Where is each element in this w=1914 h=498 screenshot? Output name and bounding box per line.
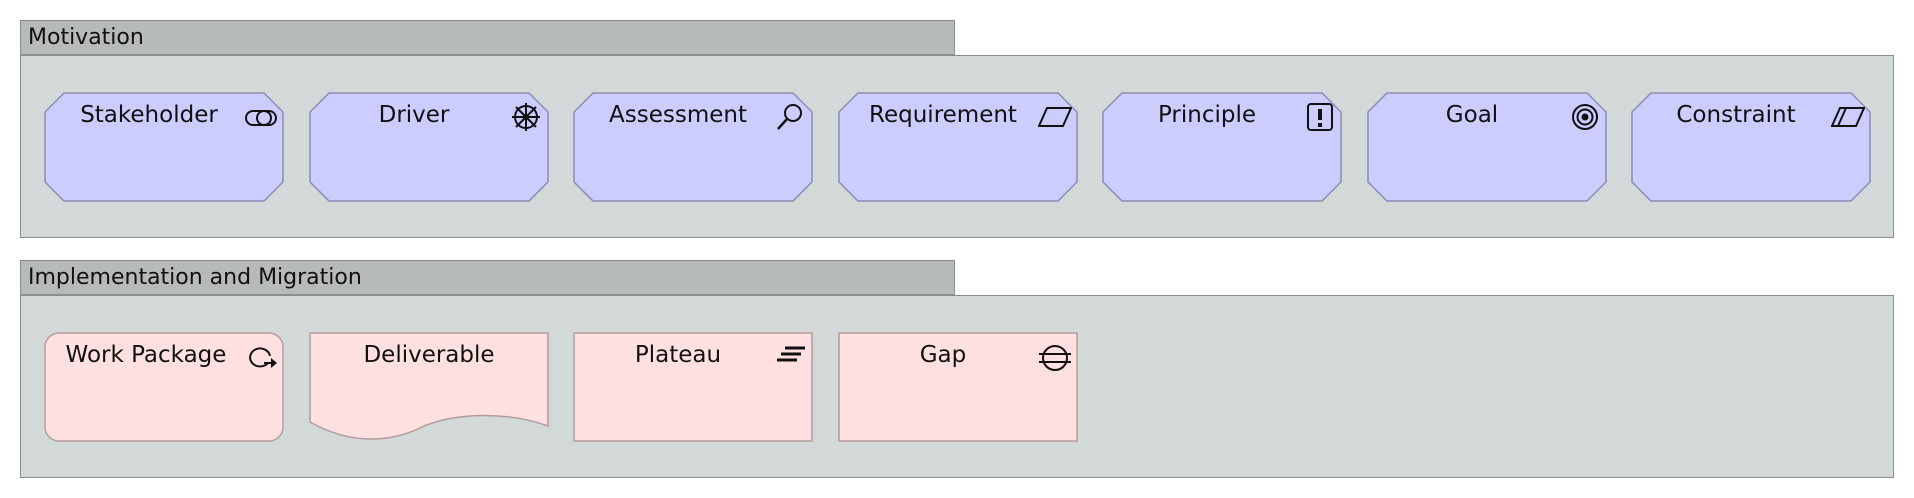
rect-shape	[838, 332, 1078, 442]
assessment-element[interactable]: Assessment	[573, 92, 813, 202]
goal-element[interactable]: Goal	[1367, 92, 1607, 202]
octagon-shape	[309, 92, 549, 202]
octagon-shape	[44, 92, 284, 202]
octagon-shape	[573, 92, 813, 202]
driver-icon	[512, 103, 540, 131]
element-label: Goal	[1445, 102, 1499, 128]
constraint-icon	[1831, 107, 1865, 127]
requirement-element[interactable]: Requirement	[838, 92, 1078, 202]
work-package-element[interactable]: Work Package	[44, 332, 284, 442]
plateau-icon	[777, 346, 805, 362]
requirement-icon	[1038, 107, 1072, 127]
octagon-shape	[1102, 92, 1342, 202]
element-label: Assessment	[609, 102, 747, 128]
gap-element[interactable]: Gap	[838, 332, 1078, 442]
element-label: Constraint	[1676, 102, 1796, 128]
element-label: Principle	[1157, 102, 1257, 128]
element-label: Requirement	[869, 102, 1017, 128]
assessment-icon	[777, 104, 802, 130]
plateau-element[interactable]: Plateau	[573, 332, 813, 442]
element-label: Plateau	[634, 342, 722, 368]
deliverable-element[interactable]: Deliverable	[309, 332, 549, 442]
octagon-shape	[1367, 92, 1607, 202]
element-label: Gap	[919, 342, 967, 368]
stakeholder-icon	[245, 110, 277, 126]
element-label: Deliverable	[363, 342, 495, 368]
principle-element[interactable]: Principle	[1102, 92, 1342, 202]
gap-icon	[1039, 345, 1071, 371]
work-package-icon	[249, 347, 277, 368]
goal-icon	[1572, 104, 1598, 130]
octagon-shape	[838, 92, 1078, 202]
driver-element[interactable]: Driver	[309, 92, 549, 202]
element-label: Stakeholder	[80, 102, 218, 128]
motivation-group-title: Motivation	[20, 20, 955, 55]
stakeholder-element[interactable]: Stakeholder	[44, 92, 284, 202]
element-label: Work Package	[65, 342, 227, 368]
element-label: Driver	[378, 102, 450, 128]
octagon-shape	[1631, 92, 1871, 202]
rounded-rect-shape	[44, 332, 284, 442]
implementation-group-title: Implementation and Migration	[20, 260, 955, 295]
rect-shape	[573, 332, 813, 442]
constraint-element[interactable]: Constraint	[1631, 92, 1871, 202]
deliverable-shape	[309, 332, 549, 440]
principle-icon	[1307, 103, 1333, 131]
